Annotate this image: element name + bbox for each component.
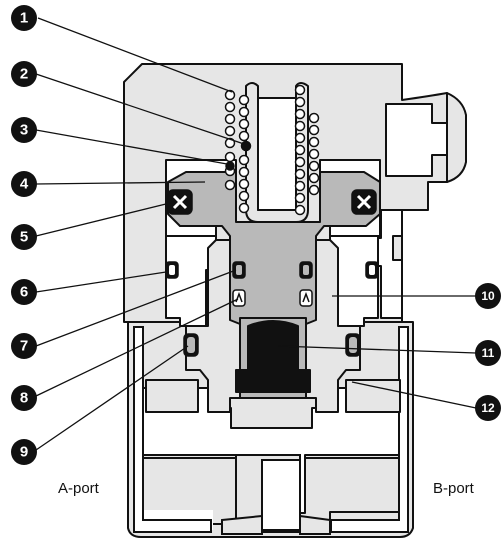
svg-text:3: 3: [20, 122, 28, 139]
leader-lines: [35, 17, 477, 451]
callout-7: 7: [11, 333, 37, 359]
svg-text:2: 2: [20, 66, 28, 83]
svg-text:12: 12: [481, 401, 495, 415]
port-passages: [133, 326, 409, 535]
callout-1: 1: [11, 5, 37, 31]
svg-text:6: 6: [20, 284, 28, 301]
svg-text:5: 5: [20, 229, 28, 246]
callout-12: 12: [475, 395, 501, 421]
svg-text:8: 8: [20, 390, 28, 407]
svg-text:9: 9: [20, 444, 28, 461]
callout-5: 5: [11, 224, 37, 250]
springs: [224, 84, 320, 216]
svg-text:4: 4: [20, 176, 29, 193]
callout-3: 3: [11, 117, 37, 143]
a-port-label: A-port: [58, 480, 99, 497]
callout-11: 11: [475, 340, 501, 366]
callout-2: 2: [11, 61, 37, 87]
seat: [235, 317, 311, 393]
svg-text:7: 7: [20, 338, 28, 355]
svg-text:10: 10: [481, 289, 495, 303]
svg-text:1: 1: [20, 10, 28, 27]
svg-text:11: 11: [482, 346, 495, 360]
b-port-label: B-port: [433, 480, 474, 497]
callout-4: 4: [11, 171, 37, 197]
callout-6: 6: [11, 279, 37, 305]
callout-badges: 1 2 3 4 5 6 7 8 9 10 11 12: [11, 5, 501, 465]
seals: [165, 189, 379, 357]
right-fitting: [364, 92, 467, 319]
callout-8: 8: [11, 385, 37, 411]
callout-9: 9: [11, 439, 37, 465]
callout-10: 10: [475, 283, 501, 309]
